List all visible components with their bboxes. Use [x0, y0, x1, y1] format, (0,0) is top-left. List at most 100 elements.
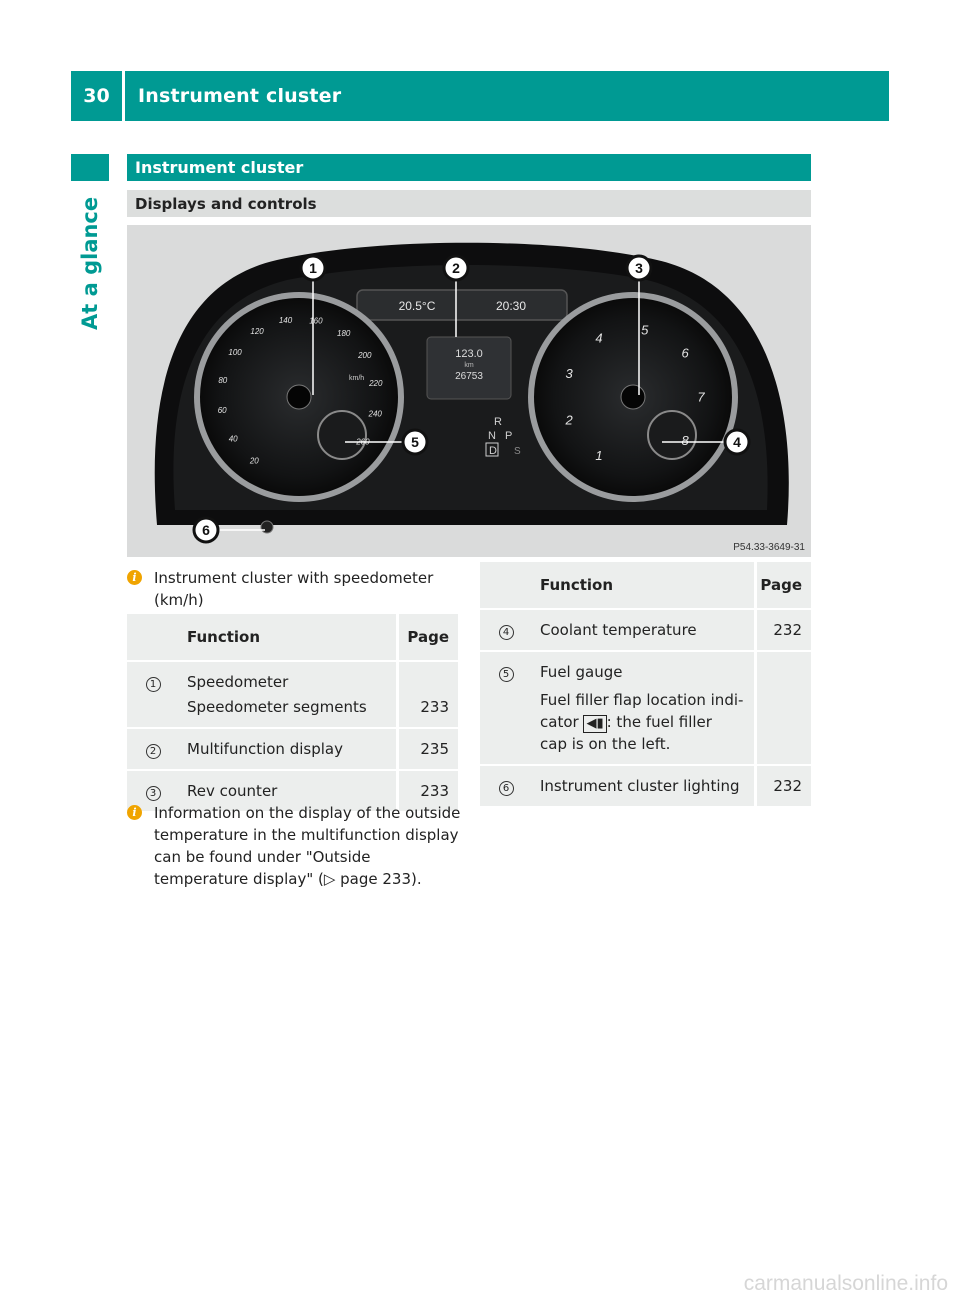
page-number: 30: [71, 71, 125, 121]
function-table-right: Function Page 4 Coolant temperature 232 …: [480, 562, 811, 808]
gear-s: S: [514, 446, 521, 457]
row-page: 232: [753, 765, 811, 808]
info-icon: i: [127, 805, 142, 820]
gear-p: P: [505, 430, 512, 442]
rpm-tick-group: 1 2 3 4 5 6 7 8: [564, 322, 705, 463]
speed-unit: km/h: [349, 375, 364, 382]
rpm-tick-label: 6: [681, 346, 689, 361]
callout-number: 5: [411, 434, 419, 450]
sidebar-label: At a glance: [78, 196, 102, 330]
row-function: Rev counter: [179, 770, 398, 813]
callout-marker: [723, 428, 751, 456]
table-row: 2 Multifunction display 235: [127, 728, 458, 771]
fuel-pump-icon: ◀▮: [583, 715, 607, 733]
row-function: Coolant temperature: [532, 609, 756, 652]
callout-marker: [401, 428, 429, 456]
row-page: 235: [395, 728, 458, 771]
rpm-tick-label: 2: [564, 413, 573, 428]
row-function: Instrument cluster lighting: [532, 765, 756, 808]
callout-number: 6: [498, 781, 514, 796]
callout-number: 5: [498, 667, 514, 682]
callout-marker: [192, 516, 220, 544]
speed-tick-label: 120: [250, 327, 264, 336]
col-function-header: Function: [532, 562, 756, 610]
time-readout: 20:30: [496, 299, 526, 313]
speed-tick-label: 220: [368, 379, 383, 388]
callout-number: 3: [635, 260, 643, 276]
row-function-sub: : the fuel filler: [606, 713, 712, 731]
gear-r: R: [494, 416, 502, 428]
callout-marker: [299, 254, 327, 282]
row-page: [753, 651, 811, 766]
gear-n: N: [488, 430, 496, 442]
rpm-tick-label: 5: [641, 322, 649, 337]
callout-number: 6: [202, 522, 210, 538]
row-page: 232: [753, 609, 811, 652]
col-function-header: Function: [179, 614, 398, 662]
watermark: carmanualsonline.info: [743, 1272, 948, 1295]
trip-readout: 123.0: [455, 348, 483, 360]
callout-number: 4: [498, 625, 514, 640]
callout-number: 4: [733, 434, 741, 450]
row-function-sub: cap is on the left.: [540, 735, 671, 753]
cluster-graphic: 20.5°C 20:30 123.0 km 26753 R N P D S km…: [154, 242, 789, 544]
speed-tick-label: 60: [218, 406, 227, 415]
sidebar-tab: [71, 154, 109, 181]
row-function: Multifunction display: [179, 728, 398, 771]
speed-tick-label: 200: [357, 351, 372, 360]
table-header-row: Function Page: [480, 562, 811, 610]
callout-number: 1: [145, 677, 161, 692]
callout-number: 2: [145, 744, 161, 759]
callout-number: 3: [145, 786, 161, 801]
row-function: Speedometer: [187, 673, 289, 691]
odometer-readout: 26753: [455, 371, 483, 382]
note-outside-temp: i Information on the display of the outs…: [127, 802, 462, 890]
table-row: 5 Fuel gauge Fuel filler flap location i…: [480, 651, 811, 766]
rpm-tick-label: 3: [565, 366, 573, 381]
row-page: 233: [420, 698, 449, 716]
gear-d: D: [489, 445, 497, 457]
speed-tick-label: 100: [228, 348, 242, 357]
rpm-tick-label: 8: [681, 433, 689, 448]
row-function: Fuel gauge: [540, 663, 623, 681]
callout-marker: [625, 254, 653, 282]
speed-tick-label: 80: [218, 376, 227, 385]
rpm-tick-label: 4: [595, 330, 602, 345]
table-header-row: Function Page: [127, 614, 458, 662]
speed-tick-label: 160: [309, 317, 323, 326]
table-row: 6 Instrument cluster lighting 232: [480, 765, 811, 808]
note-cluster-text: Instrument cluster with speedometer (km/…: [154, 569, 434, 609]
col-page-header: Page: [395, 614, 458, 662]
row-function-sub: Speedometer segments: [187, 698, 367, 716]
callout-number: 2: [452, 260, 460, 276]
speed-tick-label: 180: [337, 329, 351, 338]
header-title: Instrument cluster: [138, 85, 342, 107]
info-icon: i: [127, 570, 142, 585]
col-page-header: Page: [753, 562, 811, 610]
callout-marker: [442, 254, 470, 282]
section-subtitle: Displays and controls: [127, 190, 811, 217]
row-page: 233: [395, 770, 458, 813]
speed-tick-label: 140: [279, 316, 293, 325]
instrument-cluster-illustration: 20.5°C 20:30 123.0 km 26753 R N P D S km…: [127, 225, 811, 557]
row-function-sub: cator: [540, 713, 579, 731]
page-header: 30 Instrument cluster: [71, 71, 889, 121]
callout-group: 1 2 3 4 5 6: [192, 254, 751, 544]
speed-tick-label: 240: [368, 410, 383, 419]
speed-tick-label: 40: [229, 435, 238, 444]
note-outside-temp-text: Information on the display of the outsid…: [154, 804, 461, 888]
note-cluster-caption: i Instrument cluster with speedometer (k…: [127, 567, 457, 611]
speed-tick-label: 20: [249, 457, 259, 466]
callout-number: 1: [309, 260, 317, 276]
section-title: Instrument cluster: [127, 154, 811, 181]
figure-code: P54.33-3649-31: [733, 542, 805, 553]
trip-unit: km: [464, 362, 474, 369]
row-function-sub: Fuel filler flap location indi-: [540, 691, 744, 709]
rpm-tick-label: 7: [697, 389, 705, 404]
table-row: 4 Coolant temperature 232: [480, 609, 811, 652]
temp-readout: 20.5°C: [399, 299, 436, 313]
rpm-tick-label: 1: [595, 448, 602, 463]
table-row: 3 Rev counter 233: [127, 770, 458, 813]
